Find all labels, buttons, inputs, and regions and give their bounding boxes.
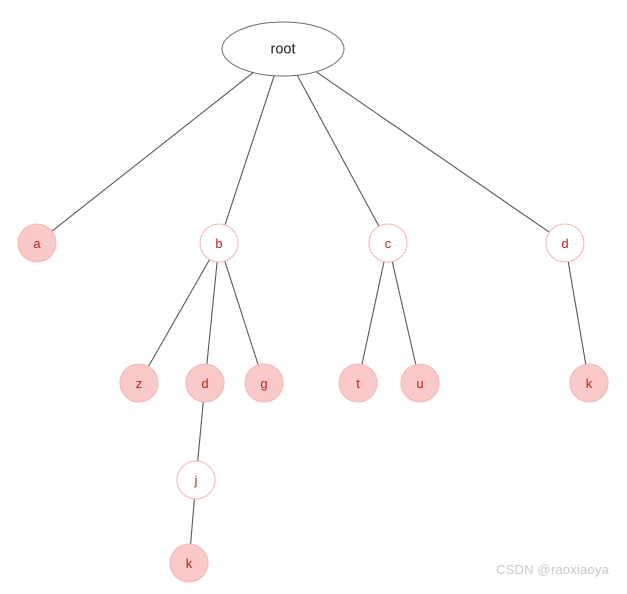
tree-node-k2[interactable]: k [169,543,209,583]
tree-node-u[interactable]: u [400,363,440,403]
tree-node-t[interactable]: t [338,363,378,403]
node-circle-open[interactable] [199,223,239,263]
tree-edge-c-t [361,261,385,365]
tree-node-z[interactable]: z [119,363,159,403]
node-circle-filled[interactable] [569,363,609,403]
nodes-layer: root a b c d z d g t u k j k [17,21,609,583]
tree-node-root[interactable]: root [221,21,345,77]
node-label-j: j [194,473,198,488]
node-label-root: root [271,42,296,58]
tree-edge-root-d1 [315,71,550,233]
tree-edge-b-z [147,259,211,367]
tree-edge-root-c [296,74,380,227]
tree-edge-d1-k1 [567,261,587,365]
node-circle-open[interactable] [545,223,585,263]
node-circle-filled[interactable] [400,363,440,403]
tree-edge-root-b [224,75,275,226]
node-circle-filled[interactable] [17,223,57,263]
tree-edge-j-k2 [190,498,195,545]
node-circle-filled[interactable] [244,363,284,403]
tree-node-d1[interactable]: d [545,223,585,263]
tree-edge-c-u [391,261,417,365]
node-label-u: u [416,376,423,391]
node-circle-open[interactable] [368,223,408,263]
node-label-d1: d [561,236,568,251]
node-label-c: c [385,236,392,251]
node-circle-filled[interactable] [338,363,378,403]
node-label-d2: d [201,376,208,391]
tree-node-b[interactable]: b [199,223,239,263]
tree-edge-b-g [224,260,259,366]
node-label-k2: k [186,556,193,571]
node-label-t: t [356,376,360,391]
tree-node-a[interactable]: a [17,223,57,263]
tree-edge-b-d2 [206,261,218,365]
node-label-z: z [136,376,143,391]
node-circle-filled[interactable] [185,363,225,403]
tree-node-j[interactable]: j [176,460,216,500]
root-node-ellipse[interactable] [221,21,345,77]
tree-edge-root-a [51,72,254,232]
tree-node-g[interactable]: g [244,363,284,403]
node-circle-filled[interactable] [119,363,159,403]
watermark-text: CSDN @raoxiaoya [495,562,609,577]
tree-node-d2[interactable]: d [185,363,225,403]
node-label-k1: k [586,376,593,391]
node-label-b: b [215,236,222,251]
node-label-g: g [260,376,267,391]
tree-node-k1[interactable]: k [569,363,609,403]
edges-layer [51,71,587,545]
node-label-a: a [33,236,41,251]
tree-edge-d2-j [197,401,204,462]
node-circle-filled[interactable] [169,543,209,583]
node-circle-open[interactable] [176,460,216,500]
tree-node-c[interactable]: c [368,223,408,263]
